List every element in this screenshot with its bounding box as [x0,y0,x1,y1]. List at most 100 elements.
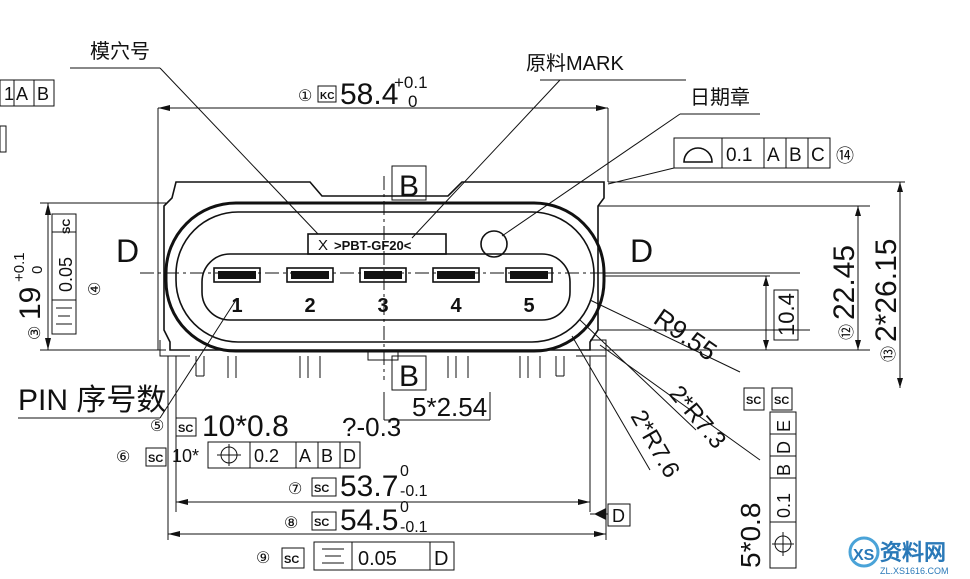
svg-text:B: B [789,145,802,166]
marking-box [307,233,447,255]
section-d-right: D [630,233,653,269]
svg-text:B: B [321,446,333,466]
callout-pin-seq: PIN 序号数 [18,384,166,417]
shell-outer [164,201,606,353]
symmetry-icon-left [56,307,72,325]
svg-text:⑤: ⑤ [150,418,164,435]
svg-text:2*R7.6: 2*R7.6 [625,406,685,483]
svg-text:SC: SC [314,483,329,495]
fcf-right-vertical: SC SC E D B 0.1 5*0.8 [599,344,797,569]
profile-surface-icon [683,147,713,163]
svg-text:2*R7.3: 2*R7.3 [663,381,731,455]
cavity-mark: X [318,237,328,254]
pin-contacts [213,267,553,283]
svg-text:SC: SC [61,219,73,234]
svg-text:SC: SC [774,395,789,407]
symmetry-icon-bottom [322,548,344,564]
svg-text:D: D [434,548,448,570]
svg-text:5*0.8: 5*0.8 [735,503,766,568]
svg-text:54.5: 54.5 [340,504,398,537]
shell-inner [175,211,595,343]
watermark: XS 资料网 ZL.XS1616.COM [848,536,949,576]
svg-text:R9.55: R9.55 [649,302,723,366]
svg-text:ZL.XS1616.COM: ZL.XS1616.COM [880,566,949,576]
svg-text:③: ③ [27,326,44,340]
svg-text:0.1: 0.1 [774,493,794,518]
svg-text:SC: SC [746,395,761,407]
dim-10-4: 10.4 [763,276,799,350]
svg-text:1: 1 [4,84,14,104]
svg-text:2*26.15: 2*26.15 [870,239,903,342]
svg-text:A: A [767,145,780,166]
svg-text:XS: XS [853,547,875,564]
svg-text:?-0.3: ?-0.3 [342,412,401,442]
svg-text:①: ① [298,88,312,105]
svg-text:SC: SC [178,423,193,435]
svg-text:0.2: 0.2 [254,446,279,466]
pin-number-4: 4 [450,295,462,317]
dim-26-15: ⑬ 2*26.15 [870,182,903,388]
svg-text:⑨: ⑨ [256,550,270,567]
svg-text:⑥: ⑥ [116,449,130,466]
callout-date: 日期章 [690,86,750,109]
pin-number-2: 2 [304,295,315,317]
svg-text:KC: KC [320,91,334,102]
svg-text:D: D [774,441,794,454]
svg-text:5*2.54: 5*2.54 [412,392,487,422]
dim-pin-pitch: ⑤ SC 10*0.8 ?-0.3 5*2.54 [150,392,491,443]
svg-text:-0.1: -0.1 [400,483,428,500]
svg-text:A: A [299,446,311,466]
svg-text:0.05: 0.05 [56,257,76,292]
svg-text:53.7: 53.7 [340,470,398,503]
dim-58-4: ① KC 58.4 +0.1 0 [158,73,608,111]
dim-19-vertical: ③ 19 +0.1 0 SC 0.05 ④ [11,203,104,350]
svg-text:0: 0 [408,92,417,111]
svg-text:0.1: 0.1 [726,145,752,166]
pin-number-3: 3 [377,295,388,317]
svg-text:0: 0 [400,499,409,516]
svg-text:⑫: ⑫ [838,324,856,340]
svg-text:B: B [37,84,49,104]
svg-text:10*: 10* [172,446,199,466]
pin-number-5: 5 [523,295,534,317]
svg-text:SC: SC [314,517,329,529]
fcf-top-left: 1 A B [0,79,55,153]
connector-body: 1 2 3 4 5 X >PBT-GF20< [159,181,607,378]
datum-d: D [590,503,631,527]
svg-text:⑬: ⑬ [880,346,898,362]
svg-text:22.45: 22.45 [828,245,861,320]
fcf-position-pins: ⑥ SC 10* 0.2 A B D [116,441,361,469]
svg-text:D: D [612,506,625,526]
svg-text:④: ④ [87,282,104,296]
svg-text:58.4: 58.4 [340,78,398,111]
svg-text:A: A [16,84,28,104]
section-b-top: B [399,170,419,203]
flanges [159,339,607,357]
svg-text:⑧: ⑧ [284,515,298,532]
svg-text:⑭: ⑭ [836,146,854,166]
svg-text:E: E [774,420,794,432]
fcf-profile: 0.1 A B C ⑭ [607,137,854,185]
svg-text:0: 0 [400,463,409,480]
callout-material: 原料MARK [526,52,624,75]
svg-text:资料网: 资料网 [880,541,946,566]
fcf-symmetry-bottom: ⑨ SC 0.05 D [256,541,455,571]
section-d-left: D [116,233,139,269]
svg-text:B: B [774,464,794,476]
svg-text:-0.1: -0.1 [400,519,428,536]
svg-text:C: C [811,145,825,166]
pin-number-1: 1 [231,295,242,317]
date-stamp-icon [480,230,508,258]
svg-text:10.4: 10.4 [774,293,799,336]
svg-text:10*0.8: 10*0.8 [202,410,289,443]
svg-text:+0.1: +0.1 [394,73,428,92]
callout-cavity: 模穴号 [90,40,150,63]
solder-tails [195,349,565,378]
svg-text:+0.1: +0.1 [11,252,28,282]
svg-text:0.05: 0.05 [358,548,397,570]
dim-54-5: ⑧ SC 54.5 0 -0.1 [168,499,606,537]
svg-text:D: D [343,446,356,466]
section-b-bottom: B [399,360,419,393]
material-code: >PBT-GF20< [334,238,412,253]
